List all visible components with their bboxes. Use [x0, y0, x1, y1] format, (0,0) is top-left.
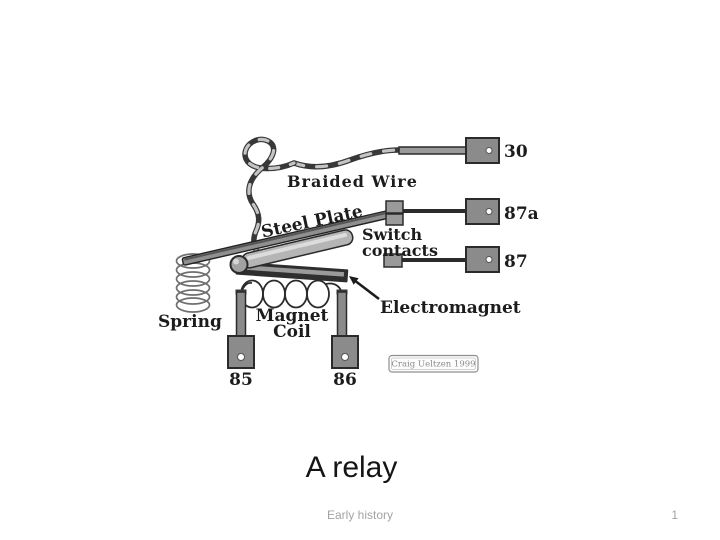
pivot-highlight — [233, 258, 239, 265]
switch-contacts-label-line2: contacts — [362, 241, 438, 260]
terminal-30-label: 30 — [504, 142, 528, 162]
magnet-coil — [240, 279, 343, 309]
terminal-85: 85 — [227, 335, 255, 390]
switch-contact-blocks — [383, 200, 404, 268]
terminal-87: 87 — [465, 246, 528, 273]
terminal-86: 86 — [331, 335, 359, 390]
page-number: 1 — [671, 508, 678, 522]
spring-label: Spring — [158, 312, 222, 332]
braided-wire — [242, 136, 467, 258]
footer-text: Early history — [326, 508, 394, 522]
switch-contacts-label-line1: Switch — [362, 225, 423, 244]
magnet-coil-label-line2: Coil — [273, 322, 311, 342]
electromagnet-core — [235, 261, 349, 283]
slide-title: A relay — [305, 451, 398, 484]
credit-box: Craig Ueltzen 1999 — [388, 354, 479, 373]
pivot-ball — [229, 255, 249, 274]
electromagnet-arrow — [349, 276, 380, 301]
terminal-87-label: 87 — [504, 252, 528, 272]
terminal-30-rod — [398, 146, 467, 155]
terminal-87a-label: 87a — [504, 204, 539, 224]
braided-wire-label: Braided Wire — [287, 172, 418, 191]
terminal-86-label: 86 — [333, 370, 357, 390]
electromagnet-label: Electromagnet — [380, 298, 521, 318]
credit-text: Craig Ueltzen 1999 — [391, 360, 475, 370]
terminal-30: 30 — [465, 137, 528, 164]
magnet-coil-label-line1: Magnet — [256, 306, 329, 326]
terminal-87a: 87a — [465, 198, 539, 225]
relay-diagram-svg: 30 87a 87 85 86 — [158, 136, 539, 390]
terminal-85-label: 85 — [229, 370, 253, 390]
relay-diagram-image: 30 87a 87 85 86 — [150, 115, 550, 400]
